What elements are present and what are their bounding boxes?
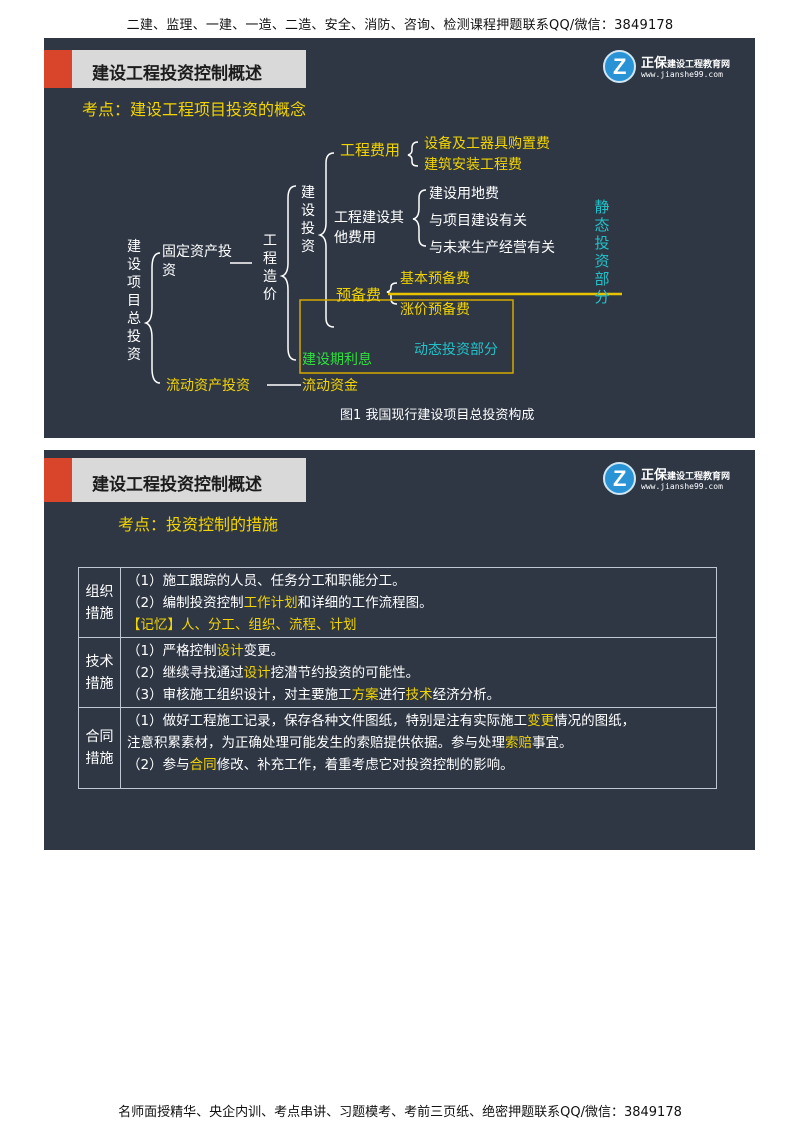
highlight-text: 方案 — [351, 687, 379, 703]
slide-title: 建设工程投资控制概述 — [92, 64, 262, 84]
slide-title: 建设工程投资控制概述 — [92, 475, 262, 495]
logo: Z 正保建设工程教育网 www.jianshe99.com — [603, 50, 745, 86]
project-related-fee: 与项目建设有关 — [429, 213, 527, 229]
page-footer: 名师面授精华、央企内训、考点串讲、习题模考、考前三页纸、绝密押题联系QQ/微信：… — [118, 1105, 682, 1120]
highlight-text: 设计 — [243, 665, 271, 681]
measure-line: 【记忆】人、分工、组织、流程、计划 — [127, 614, 710, 636]
construction-investment: 建设投资 — [301, 185, 315, 255]
measure-text: 情况的图纸， — [554, 713, 636, 729]
engineering-fee: 工程费用 — [340, 141, 401, 159]
brace-cost — [279, 185, 297, 361]
measure-category: 合同措施 — [79, 708, 121, 788]
interest-during-construction: 建设期利息 — [302, 352, 372, 368]
measure-text: 经济分析。 — [432, 687, 501, 703]
measure-category: 组织措施 — [79, 568, 121, 637]
measure-text: 挖潜节约投资的可能性。 — [270, 665, 420, 681]
fixed-asset-investment: 固定资产投资 — [162, 244, 232, 279]
slide-investment-concept: 建设工程投资控制概述 Z 正保建设工程教育网 www.jianshe99.com… — [44, 38, 755, 438]
basic-reserve-fee: 基本预备费 — [400, 271, 470, 287]
logo-icon: Z — [603, 50, 636, 83]
measure-text: （1）施工跟踪的人员、任务分工和职能分工。 — [127, 573, 406, 589]
brace-reserve — [386, 282, 398, 305]
dynamic-investment-label: 动态投资部分 — [414, 342, 498, 358]
measure-text: 进行 — [378, 687, 406, 703]
measure-text: 注意积累素材，为正确处理可能发生的索赔提供依据。参与处理 — [127, 735, 505, 751]
highlight-text: 索赔 — [505, 735, 532, 751]
brace-other — [412, 189, 427, 247]
working-capital: 流动资金 — [302, 378, 358, 394]
measure-text: 和详细的工作流程图。 — [297, 595, 433, 611]
title-bar — [44, 50, 306, 88]
highlight-text: 变更 — [527, 713, 555, 729]
measure-text: （1）做好工程施工记录，保存各种文件图纸，特别是注有实际施工 — [127, 713, 528, 729]
measure-text: （3）审核施工组织设计，对主要施工 — [127, 687, 352, 703]
measure-content: （1）严格控制设计变更。（2）继续寻找通过设计挖潜节约投资的可能性。（3）审核施… — [121, 638, 716, 707]
dynamic-box — [299, 299, 514, 374]
title-bar — [44, 458, 306, 502]
measure-text: （2）编制投资控制 — [127, 595, 244, 611]
static-investment-label: 静态投资部分 — [594, 198, 610, 306]
measure-line: （3）审核施工组织设计，对主要施工方案进行技术经济分析。 — [127, 684, 710, 706]
highlight-text: 设计 — [216, 643, 244, 659]
table-row: 组织措施 （1）施工跟踪的人员、任务分工和职能分工。 （2）编制投资控制工作计划和详… — [79, 568, 716, 638]
measure-content: （1）做好工程施工记录，保存各种文件图纸，特别是注有实际施工变更情况的图纸，注意… — [121, 708, 716, 788]
logo-sub: 建设工程教育网 — [667, 60, 731, 70]
logo-url: www.jianshe99.com — [641, 70, 723, 79]
engineering-cost: 工程造价 — [263, 233, 277, 303]
measure-text: （2）参与 — [127, 757, 190, 773]
figure-caption: 图1 我国现行建设项目总投资构成 — [340, 408, 535, 423]
working-capital-investment: 流动资产投资 — [166, 378, 250, 394]
equipment-fee: 设备及工器具购置费 — [424, 136, 550, 152]
measure-line: （2）编制投资控制工作计划和详细的工作流程图。 — [127, 592, 710, 614]
key-point: 考点：建设工程项目投资的概念 — [82, 100, 307, 119]
key-point: 考点：投资控制的措施 — [118, 515, 279, 534]
highlight-text: 工作计划 — [243, 595, 298, 611]
reserve-fee: 预备费 — [336, 286, 382, 304]
highlight-text: 合同 — [189, 757, 217, 773]
measure-text: 事宜。 — [532, 735, 573, 751]
logo-name: 正保 — [641, 468, 668, 483]
measure-text: 修改、补充工作，着重考虑它对投资控制的影响。 — [216, 757, 514, 773]
measure-line: 注意积累素材，为正确处理可能发生的索赔提供依据。参与处理索赔事宜。 — [127, 732, 710, 754]
table-row: 技术措施（1）严格控制设计变更。（2）继续寻找通过设计挖潜节约投资的可能性。（3… — [79, 638, 716, 708]
logo-name: 正保 — [641, 56, 668, 71]
brace-total — [143, 252, 161, 384]
highlight-text: 【记忆】人、分工、组织、流程、计划 — [127, 617, 357, 633]
measure-line: （2）继续寻找通过设计挖潜节约投资的可能性。 — [127, 662, 710, 684]
measure-content: （1）施工跟踪的人员、任务分工和职能分工。 （2）编制投资控制工作计划和详细的工作… — [121, 568, 716, 637]
land-fee: 建设用地费 — [429, 186, 499, 202]
measure-text: 变更。 — [243, 643, 285, 659]
brace-construction — [317, 152, 335, 328]
logo-icon: Z — [603, 462, 636, 495]
total-investment: 建设项目总投资 — [127, 239, 141, 363]
measure-line: （1）施工跟踪的人员、任务分工和职能分工。 — [127, 570, 710, 592]
other-construction-fee: 工程建设其他费用 — [334, 210, 404, 246]
measure-line: （1）做好工程施工记录，保存各种文件图纸，特别是注有实际施工变更情况的图纸， — [127, 710, 710, 732]
measures-table: 组织措施 （1）施工跟踪的人员、任务分工和职能分工。 （2）编制投资控制工作计划和详… — [78, 567, 717, 789]
installation-fee: 建筑安装工程费 — [424, 157, 522, 173]
price-reserve-fee: 涨价预备费 — [400, 302, 470, 318]
brace-engineering — [407, 141, 419, 167]
future-operation-fee: 与未来生产经营有关 — [429, 240, 555, 256]
page-header: 二建、监理、一建、一造、二造、安全、消防、咨询、检测课程押题联系QQ/微信：38… — [126, 18, 674, 33]
logo-sub: 建设工程教育网 — [667, 472, 731, 482]
measure-text: （2）继续寻找通过 — [127, 665, 244, 681]
measure-category: 技术措施 — [79, 638, 121, 707]
investment-structure-diagram — [143, 141, 622, 386]
measure-line: （2）参与合同修改、补充工作，着重考虑它对投资控制的影响。 — [127, 754, 710, 776]
table-row: 合同措施（1）做好工程施工记录，保存各种文件图纸，特别是注有实际施工变更情况的图… — [79, 708, 716, 788]
measure-line: （1）严格控制设计变更。 — [127, 640, 710, 662]
slide-control-measures: 建设工程投资控制概述 Z 正保建设工程教育网 www.jianshe99.com… — [44, 450, 755, 850]
logo: Z 正保建设工程教育网 www.jianshe99.com — [603, 462, 745, 498]
measure-text: （1）严格控制 — [127, 643, 217, 659]
highlight-text: 技术 — [405, 687, 433, 703]
logo-url: www.jianshe99.com — [641, 482, 723, 491]
